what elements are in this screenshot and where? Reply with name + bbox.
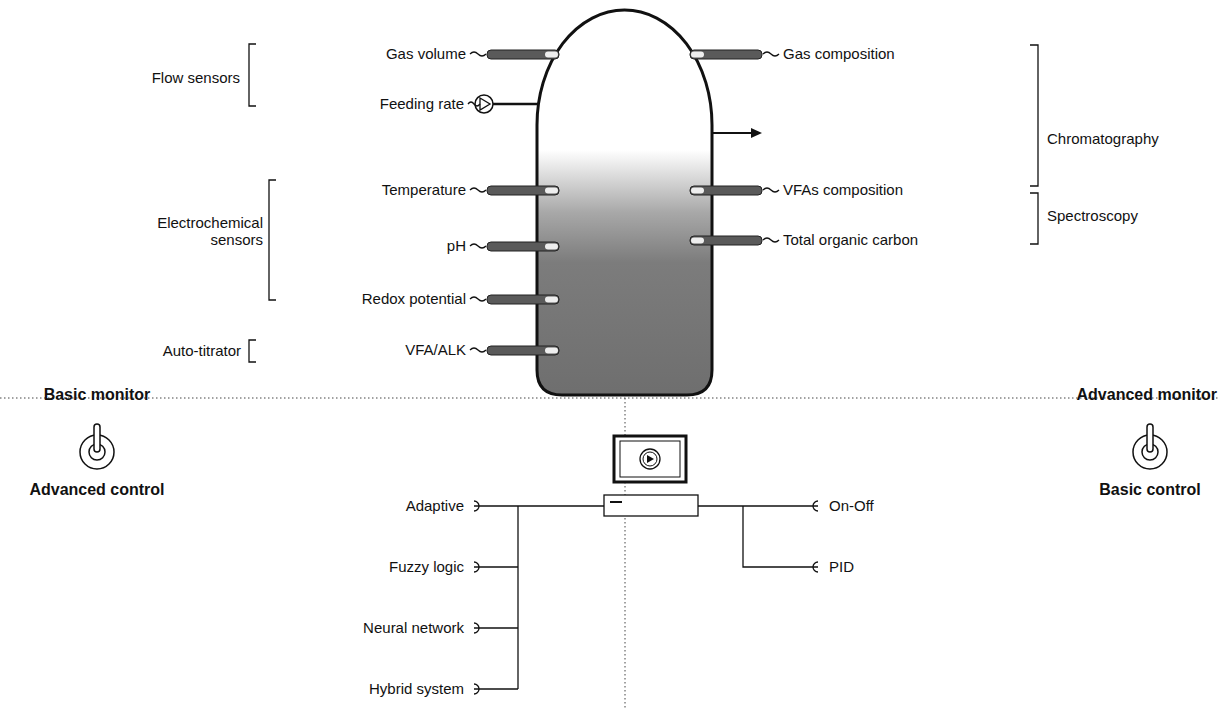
control-option: Hybrid system (369, 680, 464, 697)
sensor-label: Redox potential (362, 290, 466, 307)
pump-symbol (475, 95, 538, 113)
sensor-label: VFA/ALK (405, 341, 466, 358)
mode-label: Basic monitor (44, 386, 151, 404)
control-option: Fuzzy logic (389, 558, 464, 575)
sensor-label: VFAs composition (783, 181, 903, 198)
group-label: Chromatography (1047, 130, 1159, 147)
group-label: Auto-titrator (163, 342, 241, 359)
separator-line (0, 398, 1220, 399)
sensor-label: Feeding rate (380, 95, 464, 112)
sensor-label: Total organic carbon (783, 231, 918, 248)
sensor-probes (487, 50, 762, 355)
mode-label: Basic control (1099, 481, 1200, 499)
outlet-arrow (712, 128, 762, 138)
computer-icon (604, 436, 698, 516)
control-option: Adaptive (406, 497, 464, 514)
sensor-label: Gas volume (386, 45, 466, 62)
group-brackets (249, 44, 1038, 362)
control-option: Neural network (363, 619, 464, 636)
sensor-label: pH (447, 237, 466, 254)
mode-label: Advanced control (29, 481, 164, 499)
control-option: On-Off (829, 497, 874, 514)
sensor-label: Temperature (382, 181, 466, 198)
leader-wiggles (468, 52, 779, 352)
sensor-label: Gas composition (783, 45, 895, 62)
mode-label: Advanced monitor (1077, 386, 1217, 404)
group-label: Electrochemical sensors (133, 214, 263, 249)
control-option: PID (829, 558, 854, 575)
group-label: Flow sensors (152, 69, 240, 86)
control-wiring (474, 501, 818, 694)
digester-vessel (530, 10, 720, 400)
group-label: Spectroscopy (1047, 207, 1138, 224)
